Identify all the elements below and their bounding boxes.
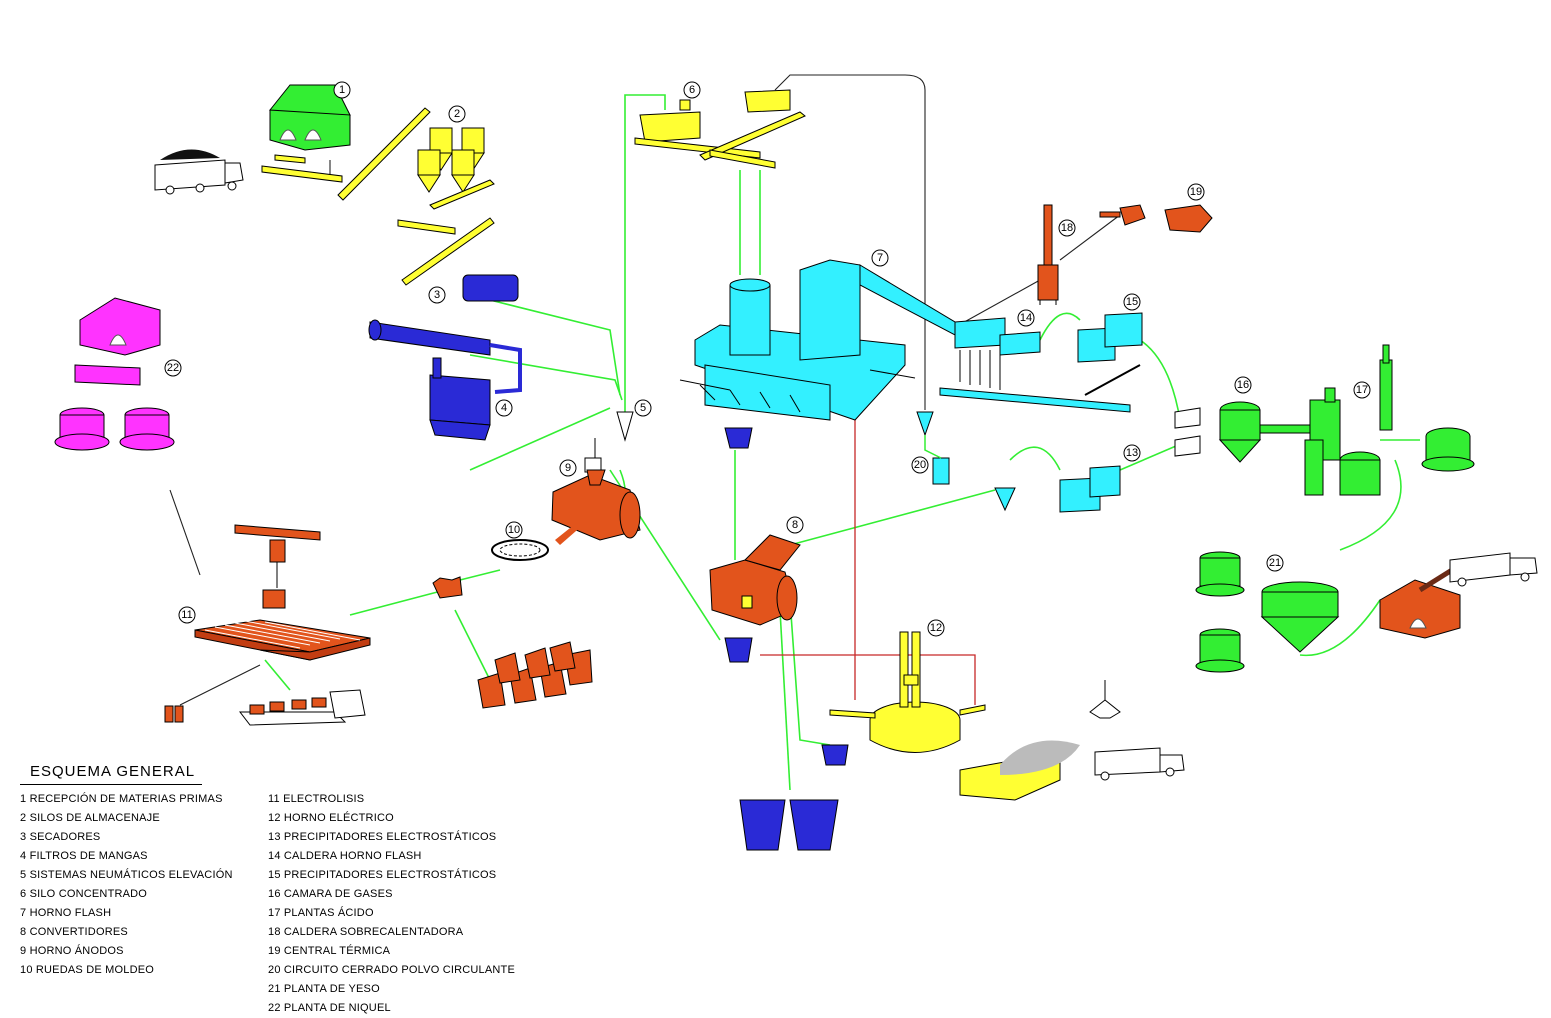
marker-22: 22: [165, 360, 181, 376]
electric-furnace: [822, 632, 1080, 800]
svg-text:3: 3: [434, 289, 440, 301]
legend-item: 20 CIRCUITO CERRADO POLVO CIRCULANTE: [268, 961, 515, 980]
legend-item: 4 FILTROS DE MANGAS: [20, 847, 233, 866]
legend-item: 2 SILOS DE ALMACENAJE: [20, 809, 233, 828]
truck-anodes: [240, 690, 365, 725]
grab-bucket-icon: [1090, 680, 1120, 718]
marker-15: 15: [1124, 294, 1140, 310]
acid-plant: [1305, 345, 1474, 495]
svg-text:4: 4: [501, 402, 507, 414]
marker-18: 18: [1059, 220, 1075, 236]
svg-text:7: 7: [877, 252, 883, 264]
casting-wheel: [433, 540, 548, 598]
svg-text:11: 11: [181, 609, 192, 621]
anode-furnace: [552, 438, 640, 545]
legend-item: 12 HORNO ELÉCTRICO: [268, 809, 515, 828]
legend-column-2: 11 ELECTROLISIS 12 HORNO ELÉCTRICO 13 PR…: [268, 790, 515, 1018]
svg-text:6: 6: [689, 84, 695, 96]
legend-title: ESQUEMA GENERAL: [30, 763, 195, 780]
svg-text:18: 18: [1061, 222, 1073, 234]
marker-7: 7: [872, 250, 888, 266]
pneumatic-elevator: [617, 412, 633, 440]
marker-6: 6: [684, 82, 700, 98]
legend-item: 7 HORNO FLASH: [20, 904, 233, 923]
svg-text:15: 15: [1126, 296, 1138, 308]
bag-filters: [430, 358, 490, 440]
svg-text:21: 21: [1269, 557, 1281, 569]
svg-text:16: 16: [1237, 379, 1249, 391]
legend-item: 13 PRECIPITADORES ELECTROSTÁTICOS: [268, 828, 515, 847]
legend-item: 18 CALDERA SOBRECALENTADORA: [268, 923, 515, 942]
marker-20: 20: [912, 457, 928, 473]
electrostatic-precipitators-15: [1078, 313, 1200, 456]
marker-9: 9: [560, 460, 576, 476]
svg-text:2: 2: [454, 108, 460, 120]
legend-item: 10 RUEDAS DE MOLDEO: [20, 961, 233, 980]
converters: [710, 428, 800, 662]
marker-14: 14: [1018, 310, 1034, 326]
legend-underline: [20, 784, 202, 785]
legend-item: 9 HORNO ÁNODOS: [20, 942, 233, 961]
marker-3: 3: [429, 287, 445, 303]
legend-item: 1 RECEPCIÓN DE MATERIAS PRIMAS: [20, 790, 233, 809]
anode-molds: [478, 642, 592, 708]
marker-19: 19: [1188, 184, 1204, 200]
svg-text:5: 5: [640, 402, 646, 414]
marker-8: 8: [787, 517, 803, 533]
svg-text:14: 14: [1020, 312, 1032, 324]
marker-12: 12: [928, 620, 944, 636]
svg-text:19: 19: [1190, 186, 1202, 198]
nickel-plant: [55, 298, 174, 450]
flash-furnace: [680, 260, 960, 420]
legend-item: 17 PLANTAS ÁCIDO: [268, 904, 515, 923]
storage-silos: [398, 128, 494, 285]
electrostatic-precipitators-13: [995, 466, 1120, 512]
marker-16: 16: [1235, 377, 1251, 393]
marker-17: 17: [1354, 382, 1370, 398]
legend-item: 6 SILO CONCENTRADO: [20, 885, 233, 904]
marker-13: 13: [1124, 445, 1140, 461]
svg-text:20: 20: [914, 459, 926, 471]
marker-1: 1: [334, 82, 350, 98]
gas-chamber: [1220, 402, 1310, 462]
legend-item: 3 SECADORES: [20, 828, 233, 847]
marker-11: 11: [179, 607, 195, 623]
svg-text:8: 8: [792, 519, 798, 531]
truck-slag: [1095, 748, 1184, 780]
legend-item: 5 SISTEMAS NEUMÁTICOS ELEVACIÓN: [20, 866, 233, 885]
legend-item: 16 CAMARA DE GASES: [268, 885, 515, 904]
svg-text:13: 13: [1126, 447, 1138, 459]
svg-text:17: 17: [1356, 384, 1368, 396]
legend-item: 15 PRECIPITADORES ELECTROSTÁTICOS: [268, 866, 515, 885]
legend-column-1: 1 RECEPCIÓN DE MATERIAS PRIMAS 2 SILOS D…: [20, 790, 233, 980]
marker-21: 21: [1267, 555, 1283, 571]
legend-item: 22 PLANTA DE NIQUEL: [268, 999, 515, 1018]
svg-text:9: 9: [565, 462, 571, 474]
legend-item: 19 CENTRAL TÉRMICA: [268, 942, 515, 961]
concentrate-silo: [635, 90, 805, 168]
superheater-boiler: [1038, 205, 1058, 305]
legend-item: 21 PLANTA DE YESO: [268, 980, 515, 999]
marker-10: 10: [506, 522, 522, 538]
legend-item: 8 CONVERTIDORES: [20, 923, 233, 942]
svg-text:10: 10: [508, 524, 520, 536]
truck-coal: [155, 149, 243, 194]
marker-5: 5: [635, 400, 651, 416]
gypsum-plant: [1196, 552, 1460, 672]
svg-text:22: 22: [167, 362, 179, 374]
legend-item: 11 ELECTROLISIS: [268, 790, 515, 809]
truck-gypsum: [1450, 553, 1537, 586]
ladles: [740, 800, 838, 850]
thermal-plant: [1100, 205, 1212, 232]
marker-4: 4: [496, 400, 512, 416]
legend-item: 14 CALDERA HORNO FLASH: [268, 847, 515, 866]
svg-text:12: 12: [930, 622, 942, 634]
marker-2: 2: [449, 106, 465, 122]
svg-text:1: 1: [339, 84, 345, 96]
